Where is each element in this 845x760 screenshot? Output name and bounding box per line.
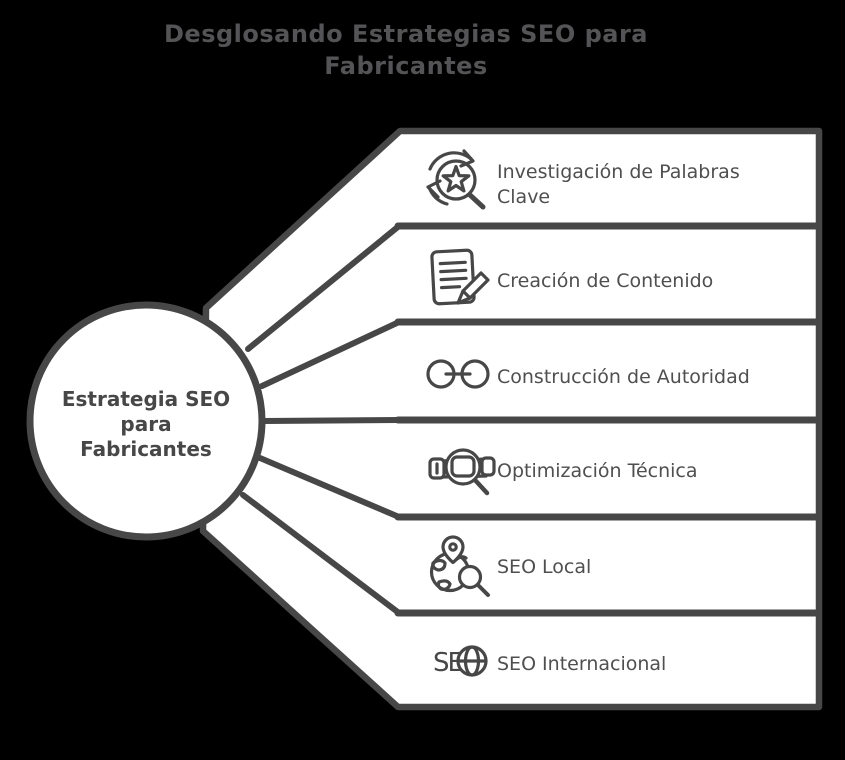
band-separators (394, 222, 820, 617)
fan-divider (259, 319, 402, 389)
branch-label: SEO Internacional (497, 653, 666, 675)
branch-content-creation: Creación de Contenido (430, 248, 713, 306)
branch-label: Optimización Técnica (497, 460, 698, 482)
link-building-icon (426, 359, 490, 389)
central-node-label-line1: Estrategia SEO (62, 387, 230, 411)
diagram-title-line1: Desglosando Estrategias SEO para (164, 20, 648, 48)
branch-label: Creación de Contenido (497, 270, 713, 292)
branch-local-seo: SEO Local (429, 535, 591, 597)
fan-divider (240, 492, 402, 616)
technical-seo-icon (428, 448, 496, 496)
branch-authority-building: Construcción de Autoridad (426, 359, 750, 389)
content-creation-icon (430, 248, 490, 306)
branch-label: Investigación de Palabras (497, 161, 740, 183)
branch-label: Construcción de Autoridad (497, 366, 750, 388)
local-seo-icon (429, 535, 490, 597)
central-node: Estrategia SEO para Fabricantes (26, 301, 266, 541)
international-seo-icon: SE (433, 645, 488, 678)
branch-keyword-research: Investigación de Palabras Clave (426, 149, 740, 210)
central-node-label-line3: Fabricantes (80, 437, 212, 461)
branch-international-seo: SE SEO Internacional (433, 645, 666, 678)
branch-label: SEO Local (497, 556, 591, 578)
keyword-research-icon (426, 149, 486, 210)
fan-divider (257, 455, 402, 520)
fan-dividers (240, 223, 402, 616)
central-node-circle (26, 301, 266, 541)
fan-divider (261, 417, 402, 424)
branch-label: Clave (497, 186, 550, 208)
fan-divider (245, 223, 402, 352)
diagram-title-line2: Fabricantes (324, 52, 487, 80)
branch-technical-optimization: Optimización Técnica (428, 448, 698, 496)
central-node-label-line2: para (120, 412, 171, 436)
